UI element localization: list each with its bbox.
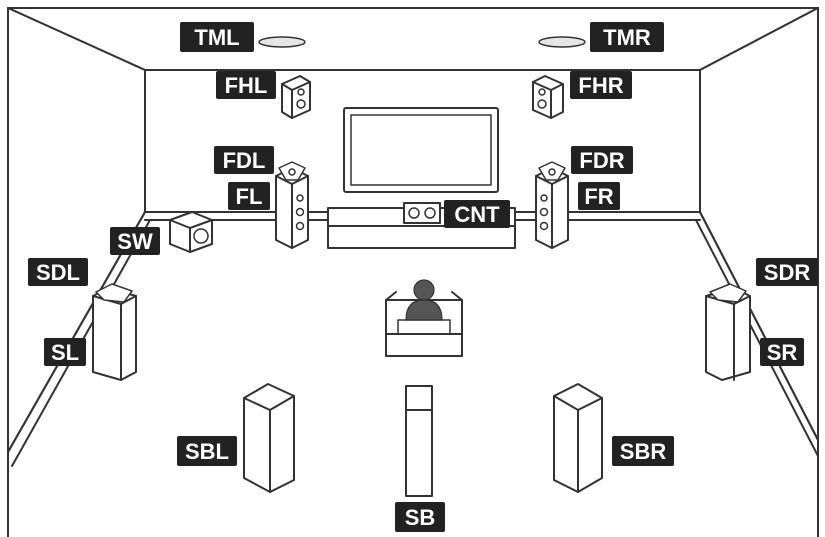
label-fhr-text: FHR [578,73,623,98]
fl-speaker [275,161,309,249]
label-fdr-text: FDR [579,148,624,173]
baseboard-right-inner [695,219,819,457]
sdl-speaker [95,283,133,303]
label-tml: TML [180,22,254,52]
television [343,107,499,193]
label-sw-text: SW [117,229,153,254]
label-fl: FL [228,182,270,210]
label-sbr-text: SBR [620,439,667,464]
ceiling [7,7,819,71]
label-tmr: TMR [590,22,664,52]
label-fl-text: FL [236,184,263,209]
label-fr: FR [578,182,620,210]
label-tml-text: TML [194,25,239,50]
center-speaker [403,202,441,224]
label-sdr-text: SDR [764,260,811,285]
label-fhl-text: FHL [225,73,268,98]
label-sr: SR [760,338,804,366]
label-fdr: FDR [571,146,633,174]
label-cnt: CNT [444,200,510,228]
label-fr-text: FR [584,184,613,209]
label-sl-text: SL [51,340,79,365]
label-sw: SW [110,227,160,255]
label-sdl-text: SDL [36,260,80,285]
label-cnt-text: CNT [454,202,500,227]
listener-seat [385,279,463,357]
sb-speaker [405,385,433,497]
label-tmr-text: TMR [603,25,651,50]
label-sdr: SDR [756,258,818,286]
fr-speaker [535,161,569,249]
fhr-speaker [532,75,564,119]
label-fhl: FHL [216,71,276,99]
sbr-speaker [553,383,603,493]
baseboard-right [699,211,819,441]
label-sbl-text: SBL [185,439,229,464]
fhl-speaker [281,75,311,119]
label-sdl: SDL [28,258,88,286]
person-body [405,299,443,321]
tmr-ceiling-speaker [538,36,586,48]
tml-ceiling-speaker [258,36,306,48]
label-sl: SL [44,338,86,366]
label-sbr: SBR [612,436,674,466]
person-head [413,279,435,301]
label-sb-text: SB [405,505,436,530]
label-fdl: FDL [214,146,274,174]
sbl-speaker [243,383,295,493]
label-fdl-text: FDL [223,148,266,173]
subwoofer [169,211,213,253]
label-sb: SB [395,502,445,532]
label-sr-text: SR [767,340,798,365]
sr-speaker [705,283,751,381]
label-fhr: FHR [570,71,632,99]
label-sbl: SBL [177,436,237,466]
sl-speaker [92,283,137,381]
sdr-speaker [709,283,747,303]
